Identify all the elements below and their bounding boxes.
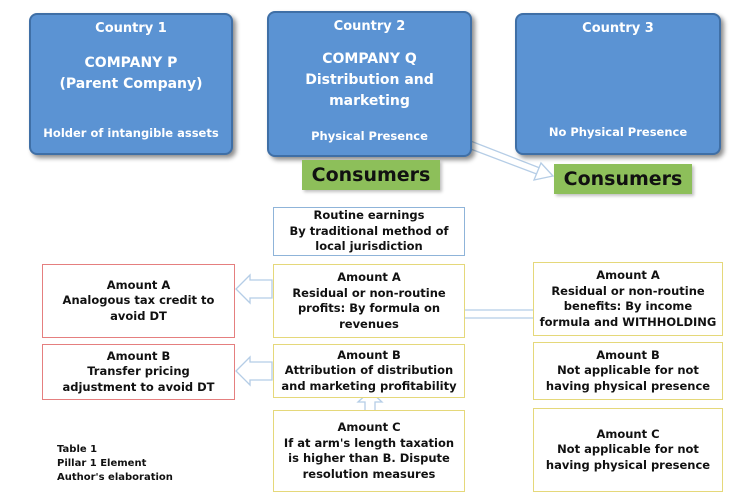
left-b-title: Amount B <box>106 348 171 363</box>
company-q-role-2: marketing <box>329 93 410 109</box>
consumers-label-country-2: Consumers <box>302 160 440 190</box>
center-a-line-3: revenues <box>339 316 399 331</box>
routine-earnings-box: Routine earnings By traditional method o… <box>273 207 465 256</box>
right-b-line-2: having physical presence <box>545 378 711 393</box>
country-1-footer: Holder of intangible assets <box>43 126 219 140</box>
country-2-box: Country 2 COMPANY Q Distribution and mar… <box>267 11 472 157</box>
right-a-line-2: benefits: By income <box>563 299 693 313</box>
routine-line-1: Routine earnings <box>313 208 425 223</box>
company-p-role: (Parent Company) <box>59 76 203 92</box>
center-c-line-2: is higher than B. Dispute <box>288 451 450 465</box>
center-a-line-1: Residual or non-routine <box>292 285 446 300</box>
left-amount-a-box: Amount A Analogous tax credit to avoid D… <box>42 264 235 338</box>
center-b-title: Amount B <box>337 347 401 362</box>
right-c-title: Amount C <box>596 426 660 441</box>
right-amount-c-box: Amount C Not applicable for not having p… <box>533 408 723 492</box>
right-a-line-3: formula and WITHHOLDING <box>539 314 717 329</box>
table-caption: Table 1 Pillar 1 Element Author's elabor… <box>57 443 173 485</box>
right-a-line-1: Residual or non-routine <box>551 283 705 298</box>
center-amount-b-box: Amount B Attribution of distribution and… <box>273 344 465 398</box>
left-amount-b-box: Amount B Transfer pricing adjustment to … <box>42 344 235 400</box>
right-amount-a-box: Amount A Residual or non-routine benefit… <box>533 262 723 336</box>
center-c-title: Amount C <box>337 420 401 434</box>
country-2-company: COMPANY Q Distribution and marketing <box>269 49 470 112</box>
country-1-box: Country 1 COMPANY P (Parent Company) Hol… <box>29 13 233 155</box>
center-b-line-2: and marketing profitability <box>281 378 457 393</box>
center-b-line-1: Attribution of distribution <box>284 363 454 378</box>
left-a-title: Amount A <box>106 277 171 292</box>
left-b-line-1: Transfer pricing <box>87 364 190 379</box>
caption-line-2: Pillar 1 Element <box>57 458 147 469</box>
country-3-footer: No Physical Presence <box>548 125 688 139</box>
center-c-line-1: If at arm's length taxation <box>283 435 455 450</box>
center-a-line-2: profits: By formula on <box>297 301 441 315</box>
left-b-line-2: adjustment to avoid DT <box>62 379 215 394</box>
right-a-title: Amount A <box>596 268 660 282</box>
right-c-line-1: Not applicable for not <box>557 442 699 457</box>
company-q-name: COMPANY Q <box>322 51 417 67</box>
right-b-line-1: Not applicable for not <box>557 363 699 378</box>
center-amount-c-box: Amount C If at arm's length taxation is … <box>273 410 465 492</box>
left-a-line-2: avoid DT <box>110 308 167 323</box>
country-2-footer: Physical Presence <box>311 129 428 143</box>
right-b-title: Amount B <box>596 347 660 362</box>
country-3-box: Country 3 No Physical Presence <box>515 13 721 155</box>
center-c-line-3: resolution measures <box>302 466 436 481</box>
right-amount-b-box: Amount B Not applicable for not having p… <box>533 342 723 400</box>
consumers-label-country-3: Consumers <box>554 164 692 194</box>
country-1-company: COMPANY P (Parent Company) <box>31 53 231 95</box>
left-a-line-1: Analogous tax credit to <box>62 293 215 308</box>
company-p-name: COMPANY P <box>84 55 178 71</box>
routine-line-3: local jurisdiction <box>315 239 423 254</box>
right-c-line-2: having physical presence <box>545 457 711 472</box>
company-q-role-1: Distribution and <box>305 72 434 88</box>
country-2-title: Country 2 <box>333 19 406 34</box>
country-3-title: Country 3 <box>582 21 654 36</box>
center-a-title: Amount A <box>337 270 401 284</box>
caption-line-1: Table 1 <box>57 444 98 455</box>
caption-line-3: Author's elaboration <box>57 472 173 483</box>
routine-line-2: By traditional method of <box>289 223 449 238</box>
country-1-title: Country 1 <box>95 21 167 36</box>
center-amount-a-box: Amount A Residual or non-routine profits… <box>273 264 465 338</box>
